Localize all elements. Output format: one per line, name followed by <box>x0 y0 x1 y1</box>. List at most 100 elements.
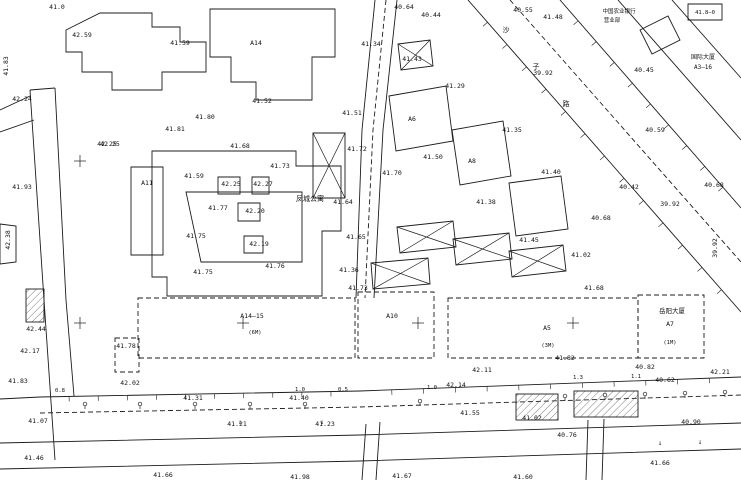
map-label: 42.25 <box>221 180 241 188</box>
map-label: 41.02 <box>571 251 591 259</box>
building-outline <box>65 12 207 91</box>
kerb-tick <box>681 145 687 150</box>
map-label: (3M) <box>541 343 554 349</box>
map-label: 中国农业银行 <box>602 7 636 15</box>
map-label: 42.25 <box>97 140 117 148</box>
map-label: 41.21 <box>227 420 247 428</box>
map-label: 42.19 <box>249 240 269 248</box>
map-label: 41.29 <box>445 82 465 90</box>
hatched-structure <box>573 390 639 418</box>
lamp-symbol <box>562 393 568 399</box>
crossed-structure-diagonal <box>511 244 564 278</box>
map-label: 40.68 <box>591 214 611 222</box>
map-label: 沙 <box>503 26 510 34</box>
kerb-tick <box>627 82 633 88</box>
lamp-symbol <box>137 401 143 407</box>
map-label: 41.73 <box>270 162 290 170</box>
map-label: 41.82 <box>555 354 575 362</box>
kerb-tick <box>502 44 508 49</box>
map-label: 41.50 <box>423 153 443 161</box>
road-line <box>585 419 589 480</box>
map-label: 41.43 <box>402 55 422 63</box>
map-label: A10 <box>386 312 398 320</box>
map-label: 41.46 <box>24 454 44 462</box>
building-outline-dashed <box>357 291 435 359</box>
map-label: 41.45 <box>519 236 539 244</box>
map-label: 40.76 <box>557 431 577 439</box>
building-outline <box>687 3 723 21</box>
map-label: 41.73 <box>348 284 368 292</box>
road-line <box>361 423 367 480</box>
kerb-tick <box>541 88 547 94</box>
building-outline <box>251 176 270 195</box>
map-label: A8 <box>468 157 476 165</box>
map-label: 39.92 <box>711 238 719 258</box>
road-line <box>0 422 741 444</box>
map-label: 41.64 <box>333 198 353 206</box>
map-label: 41.80 <box>195 113 215 121</box>
map-label: 41.34 <box>361 40 381 48</box>
map-label: 41.02 <box>522 414 542 422</box>
kerb-tick <box>482 22 488 27</box>
kerb-tick <box>573 20 579 25</box>
arrow-symbol: ↓ <box>238 418 242 426</box>
road-line <box>601 418 605 480</box>
map-label: 42.02 <box>120 379 140 387</box>
map-label: 41.83 <box>2 56 10 76</box>
road-line <box>617 0 741 141</box>
building-outline <box>151 150 342 297</box>
map-label: 41.67 <box>392 472 412 480</box>
map-label: 41.07 <box>28 417 48 425</box>
map-label: 41.52 <box>252 97 272 105</box>
lamp-symbol <box>722 389 728 395</box>
map-label: 41.48 <box>543 13 563 21</box>
crossed-structure-diagonal <box>312 132 346 199</box>
map-label: 1.1 <box>631 374 641 380</box>
kerb-tick <box>609 62 615 67</box>
map-label: 42.20 <box>245 207 265 215</box>
map-label: 41.70 <box>382 169 402 177</box>
building-outline <box>130 166 164 256</box>
arrow-symbol: ↓ <box>658 439 662 447</box>
map-label: 40.62 <box>655 376 675 384</box>
kerb-tick <box>560 111 566 116</box>
map-label: 42.24 <box>12 95 32 103</box>
map-label: 41.31 <box>183 394 203 402</box>
building-outline <box>209 8 336 101</box>
lamp-symbol <box>302 401 308 407</box>
map-label: 41.81 <box>165 125 185 133</box>
kerb-tick <box>718 186 724 192</box>
kerb-tick <box>700 166 705 171</box>
road-line <box>54 87 75 397</box>
building-outline <box>639 15 681 55</box>
map-label: A6 <box>408 115 416 123</box>
building-outline <box>451 120 512 186</box>
map-label: 41.75 <box>186 232 206 240</box>
road-line <box>375 421 381 480</box>
map-label: 0.5 <box>338 387 348 393</box>
lamp-symbol <box>82 401 88 407</box>
map-label: 41.65 <box>346 233 366 241</box>
map-label: 41.78 <box>116 342 136 350</box>
map-label: 41.83 <box>8 377 28 385</box>
road-line <box>29 87 56 91</box>
road-line <box>671 0 741 79</box>
kerb-tick <box>599 155 605 161</box>
road-line <box>0 119 35 133</box>
arrow-symbol: ↓ <box>698 438 702 446</box>
map-label: 路 <box>563 99 570 108</box>
kerb-tick <box>638 200 644 205</box>
hatched-structure <box>25 288 45 323</box>
map-label: 41.66 <box>650 459 670 467</box>
lamp-symbol <box>417 398 423 404</box>
map-label: (1M) <box>663 340 676 346</box>
map-label: 营业部 <box>604 16 621 24</box>
map-label: 42.44 <box>26 325 46 333</box>
road-line <box>39 394 741 414</box>
map-label: 41.68 <box>230 142 250 150</box>
road-line <box>355 0 376 299</box>
building-outline-dashed <box>114 337 140 373</box>
map-label: 40.90 <box>681 418 701 426</box>
